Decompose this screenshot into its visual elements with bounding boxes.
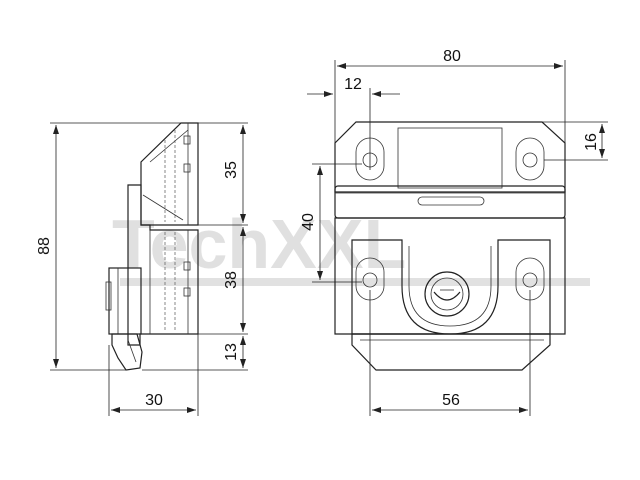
front-dimensions: 80 12 16 40 56 <box>300 48 608 416</box>
hole-top-right-center <box>522 152 538 168</box>
side-hook <box>111 333 143 371</box>
front-lower-plate <box>334 217 566 335</box>
side-lower-slot-1 <box>183 261 191 271</box>
dim-16-label: 16 <box>583 133 600 151</box>
side-upper-slot-1 <box>183 135 191 145</box>
front-latch-inner <box>408 246 492 327</box>
side-lower-slot-2 <box>183 287 191 297</box>
side-view <box>105 122 199 371</box>
side-upper-slot-2 <box>183 163 191 173</box>
side-dimensions: 88 35 38 13 30 <box>36 122 248 416</box>
front-upper-plate <box>334 121 566 193</box>
front-lock-inner <box>430 277 464 311</box>
dim-30-label: 30 <box>145 392 163 409</box>
hole-bottom-right-center <box>522 272 538 288</box>
dim-38-label: 38 <box>223 271 240 289</box>
dim-56-label: 56 <box>442 392 460 409</box>
hole-bottom-left-center <box>362 272 378 288</box>
dim-35-label: 35 <box>223 161 240 179</box>
dim-40-label: 40 <box>300 213 317 231</box>
dim-80-label: 80 <box>443 48 461 65</box>
side-upper-bevel <box>149 129 189 163</box>
dim-12-label: 12 <box>344 76 362 93</box>
front-hook <box>351 333 551 371</box>
front-barrel-slot <box>417 196 485 206</box>
dim-88-label: 88 <box>36 237 53 255</box>
side-upper-body <box>140 122 199 226</box>
side-hook-line <box>127 339 137 363</box>
front-lock-outer <box>424 271 470 317</box>
side-button <box>105 281 112 311</box>
watermark-text: TechXXL <box>112 205 406 283</box>
side-lower-body <box>127 184 199 346</box>
front-upper-hinge <box>397 127 503 189</box>
side-upper-diagonal <box>142 194 184 221</box>
front-lock-keyhole <box>433 291 461 301</box>
watermark: TechXXL <box>112 205 590 286</box>
hole-top-right <box>515 137 545 181</box>
dim-13-label: 13 <box>223 343 240 361</box>
